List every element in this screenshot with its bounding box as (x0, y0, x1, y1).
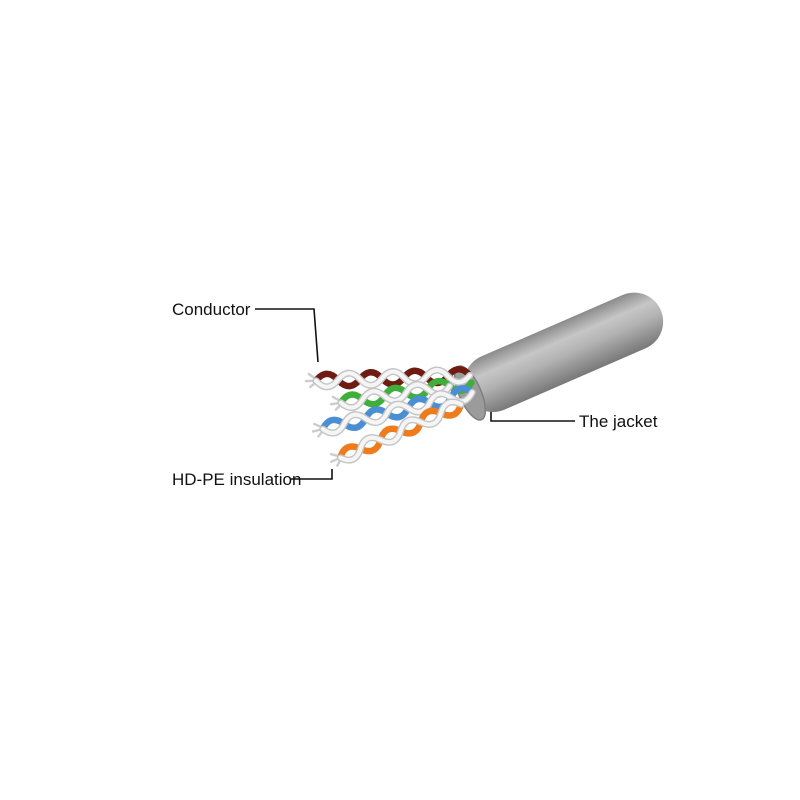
wire-strand-white (338, 382, 452, 410)
conductor-pointer-line (255, 308, 319, 363)
cable-jacket (463, 292, 664, 413)
wire-strand-white (313, 367, 473, 389)
jacket-group (453, 292, 664, 421)
wire-pair-maroon (304, 366, 474, 391)
wire-pair-orange (329, 398, 465, 467)
insulation-pointer-line (291, 469, 333, 480)
wire-strand-white (338, 399, 464, 463)
wire-pair-green (329, 377, 475, 412)
label-jacket: The jacket (579, 412, 658, 431)
wire-strand-white (320, 390, 475, 436)
label-conductor: Conductor (172, 300, 251, 319)
label-insulation: HD-PE insulation (172, 470, 302, 489)
